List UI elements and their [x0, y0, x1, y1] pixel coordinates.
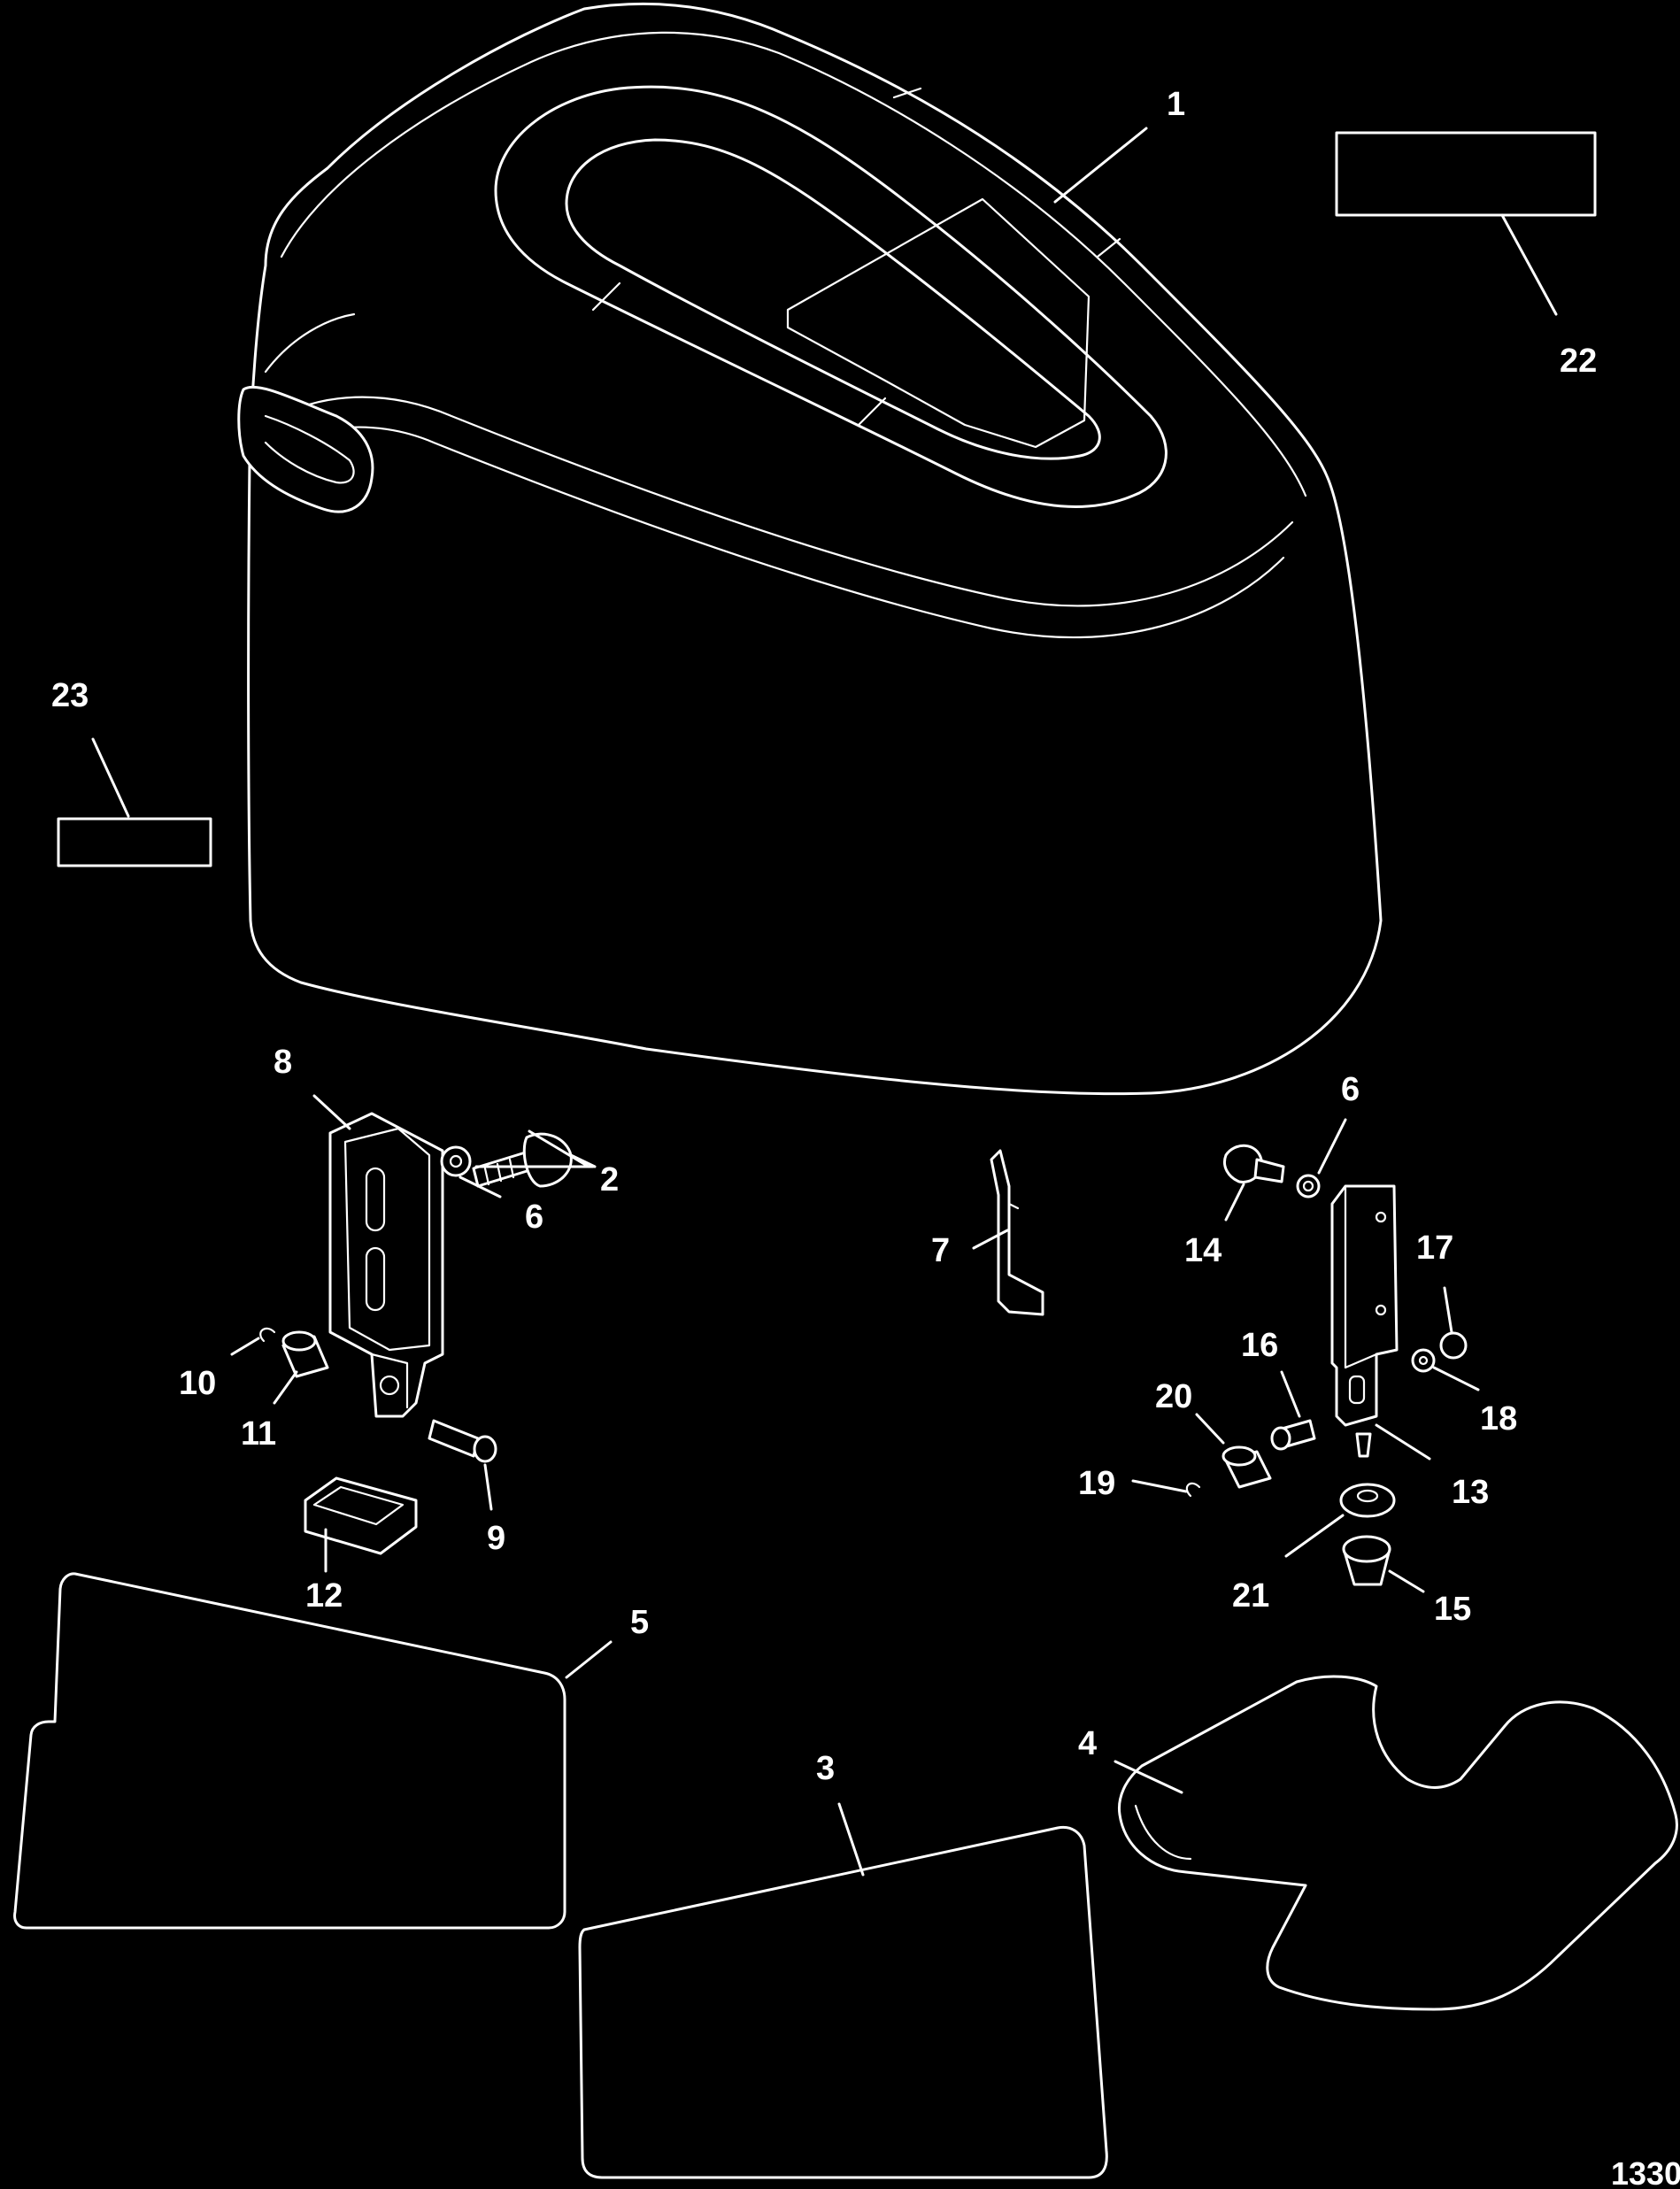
pad-4: [1117, 1675, 1678, 2011]
pin-16: [1270, 1419, 1316, 1451]
callout-11: 11: [241, 1415, 276, 1453]
bolt-2: [472, 1132, 573, 1188]
clip-19: [1185, 1482, 1201, 1498]
top-cowl: [237, 2, 1383, 1096]
callout-6a: 6: [525, 1199, 543, 1236]
callout-23: 23: [51, 677, 89, 714]
lock-washer-6: [440, 1145, 472, 1177]
bushing-20: [1221, 1445, 1272, 1489]
pin-9: [428, 1419, 497, 1463]
bushing-11: [281, 1330, 329, 1378]
callout-22: 22: [1560, 343, 1597, 380]
callout-15: 15: [1434, 1591, 1471, 1628]
callout-labels: 1 22 23 8 2 6 7 6 14 17 18 16 20 13 19 2…: [51, 86, 1597, 1787]
callout-20: 20: [1155, 1378, 1192, 1415]
pad-5: [13, 1572, 566, 1930]
slot: [365, 1246, 386, 1312]
leader-lines: [91, 127, 1558, 1877]
callout-8: 8: [274, 1044, 292, 1081]
callout-4: 4: [1078, 1725, 1097, 1762]
washer-18: [1411, 1348, 1436, 1373]
bracket-13: [1330, 1184, 1399, 1458]
seal-12: [304, 1476, 418, 1555]
washer-6: [1296, 1174, 1321, 1199]
decal-23: [57, 817, 212, 867]
pad-3: [578, 1825, 1108, 2179]
slot: [365, 1167, 386, 1232]
callout-12: 12: [305, 1577, 343, 1615]
callout-21: 21: [1232, 1577, 1269, 1615]
clip-10: [259, 1327, 276, 1343]
callout-2: 2: [600, 1161, 619, 1199]
callout-13: 13: [1452, 1474, 1489, 1511]
plug-15: [1342, 1535, 1391, 1586]
callout-5: 5: [630, 1604, 649, 1641]
callout-16: 16: [1241, 1327, 1278, 1364]
bolt-14: [1223, 1144, 1285, 1183]
callout-6b: 6: [1341, 1071, 1360, 1108]
figure-id: 1330: [1611, 2155, 1680, 2189]
callout-7: 7: [931, 1232, 950, 1269]
callout-17: 17: [1416, 1229, 1453, 1267]
callout-1: 1: [1167, 86, 1185, 123]
callout-14: 14: [1184, 1232, 1221, 1269]
latch-7: [990, 1149, 1044, 1316]
callout-9: 9: [487, 1520, 505, 1557]
pivot-hole: [379, 1375, 400, 1396]
bracket-8: [328, 1112, 444, 1418]
nut-17: [1439, 1331, 1468, 1360]
callout-18: 18: [1480, 1400, 1517, 1437]
decal-22: [1335, 131, 1597, 217]
callout-3: 3: [816, 1750, 835, 1787]
callout-10: 10: [179, 1365, 216, 1402]
callout-19: 19: [1078, 1465, 1115, 1502]
